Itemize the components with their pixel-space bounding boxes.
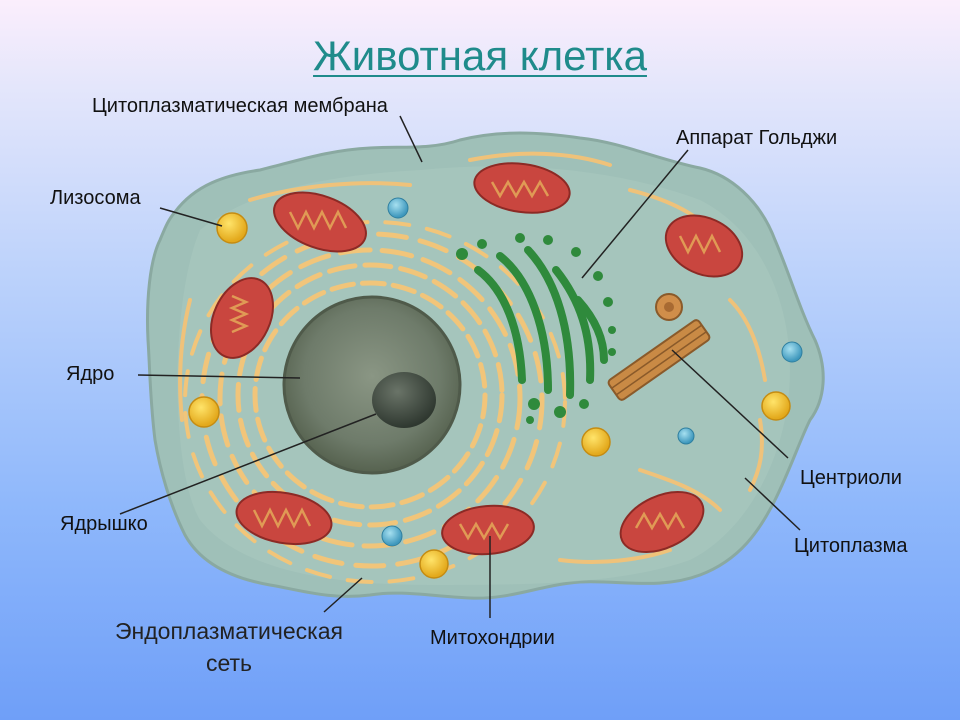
centrioles: [607, 293, 711, 401]
leader-lines: [119, 115, 801, 618]
label-membrane: Цитоплазматическая мембрана: [92, 95, 388, 117]
label-mitochondria: Митохондрии: [430, 627, 555, 649]
mitochondrion: [273, 191, 367, 253]
label-er-line2: сеть: [205, 650, 253, 676]
lysosome: [581, 427, 611, 457]
label-nucleus: Ядро: [66, 363, 115, 385]
nucleolus: [372, 372, 436, 428]
mitochondrion: [664, 214, 744, 278]
lysosome: [188, 396, 220, 428]
vacuoles: [381, 197, 803, 547]
lysosome: [419, 549, 449, 579]
label-nucleolus: Ядрышко: [60, 513, 148, 535]
lysosome: [216, 212, 248, 244]
diagram-title: Животная клетка: [313, 32, 647, 79]
mitochondrion: [210, 277, 274, 359]
golgi-vesicles: [456, 233, 616, 424]
label-lysosome: Лизосома: [50, 187, 141, 209]
lysosomes: [188, 212, 791, 579]
label-centrioles: Центриоли: [800, 467, 902, 489]
label-golgi: Аппарат Гольджи: [676, 127, 838, 149]
lysosome: [761, 391, 791, 421]
label-er-line1: Эндоплазматическая: [115, 618, 343, 644]
mitochondrion: [235, 491, 333, 545]
mitochondrion: [619, 490, 705, 554]
mitochondria-cristae: [228, 179, 722, 541]
mitochondria-group: [210, 162, 744, 556]
golgi-apparatus: [474, 246, 608, 399]
label-cytoplasm: Цитоплазма: [794, 535, 908, 557]
nucleus: [282, 295, 462, 475]
